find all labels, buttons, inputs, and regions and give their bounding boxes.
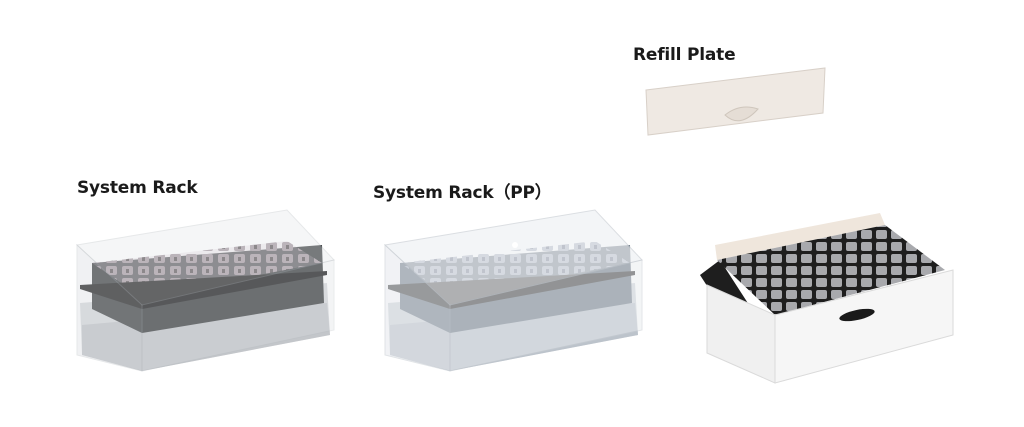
- system-rack-label: System Rack: [77, 178, 198, 198]
- refill-plate-label: Refill Plate: [633, 45, 736, 65]
- refill-plate-image: [640, 65, 830, 140]
- system-rack-pp-image: [380, 205, 645, 375]
- system-rack-image: [72, 205, 337, 375]
- refill-box-image: [695, 205, 960, 385]
- system-rack-pp-label: System Rack（PP）: [373, 183, 552, 203]
